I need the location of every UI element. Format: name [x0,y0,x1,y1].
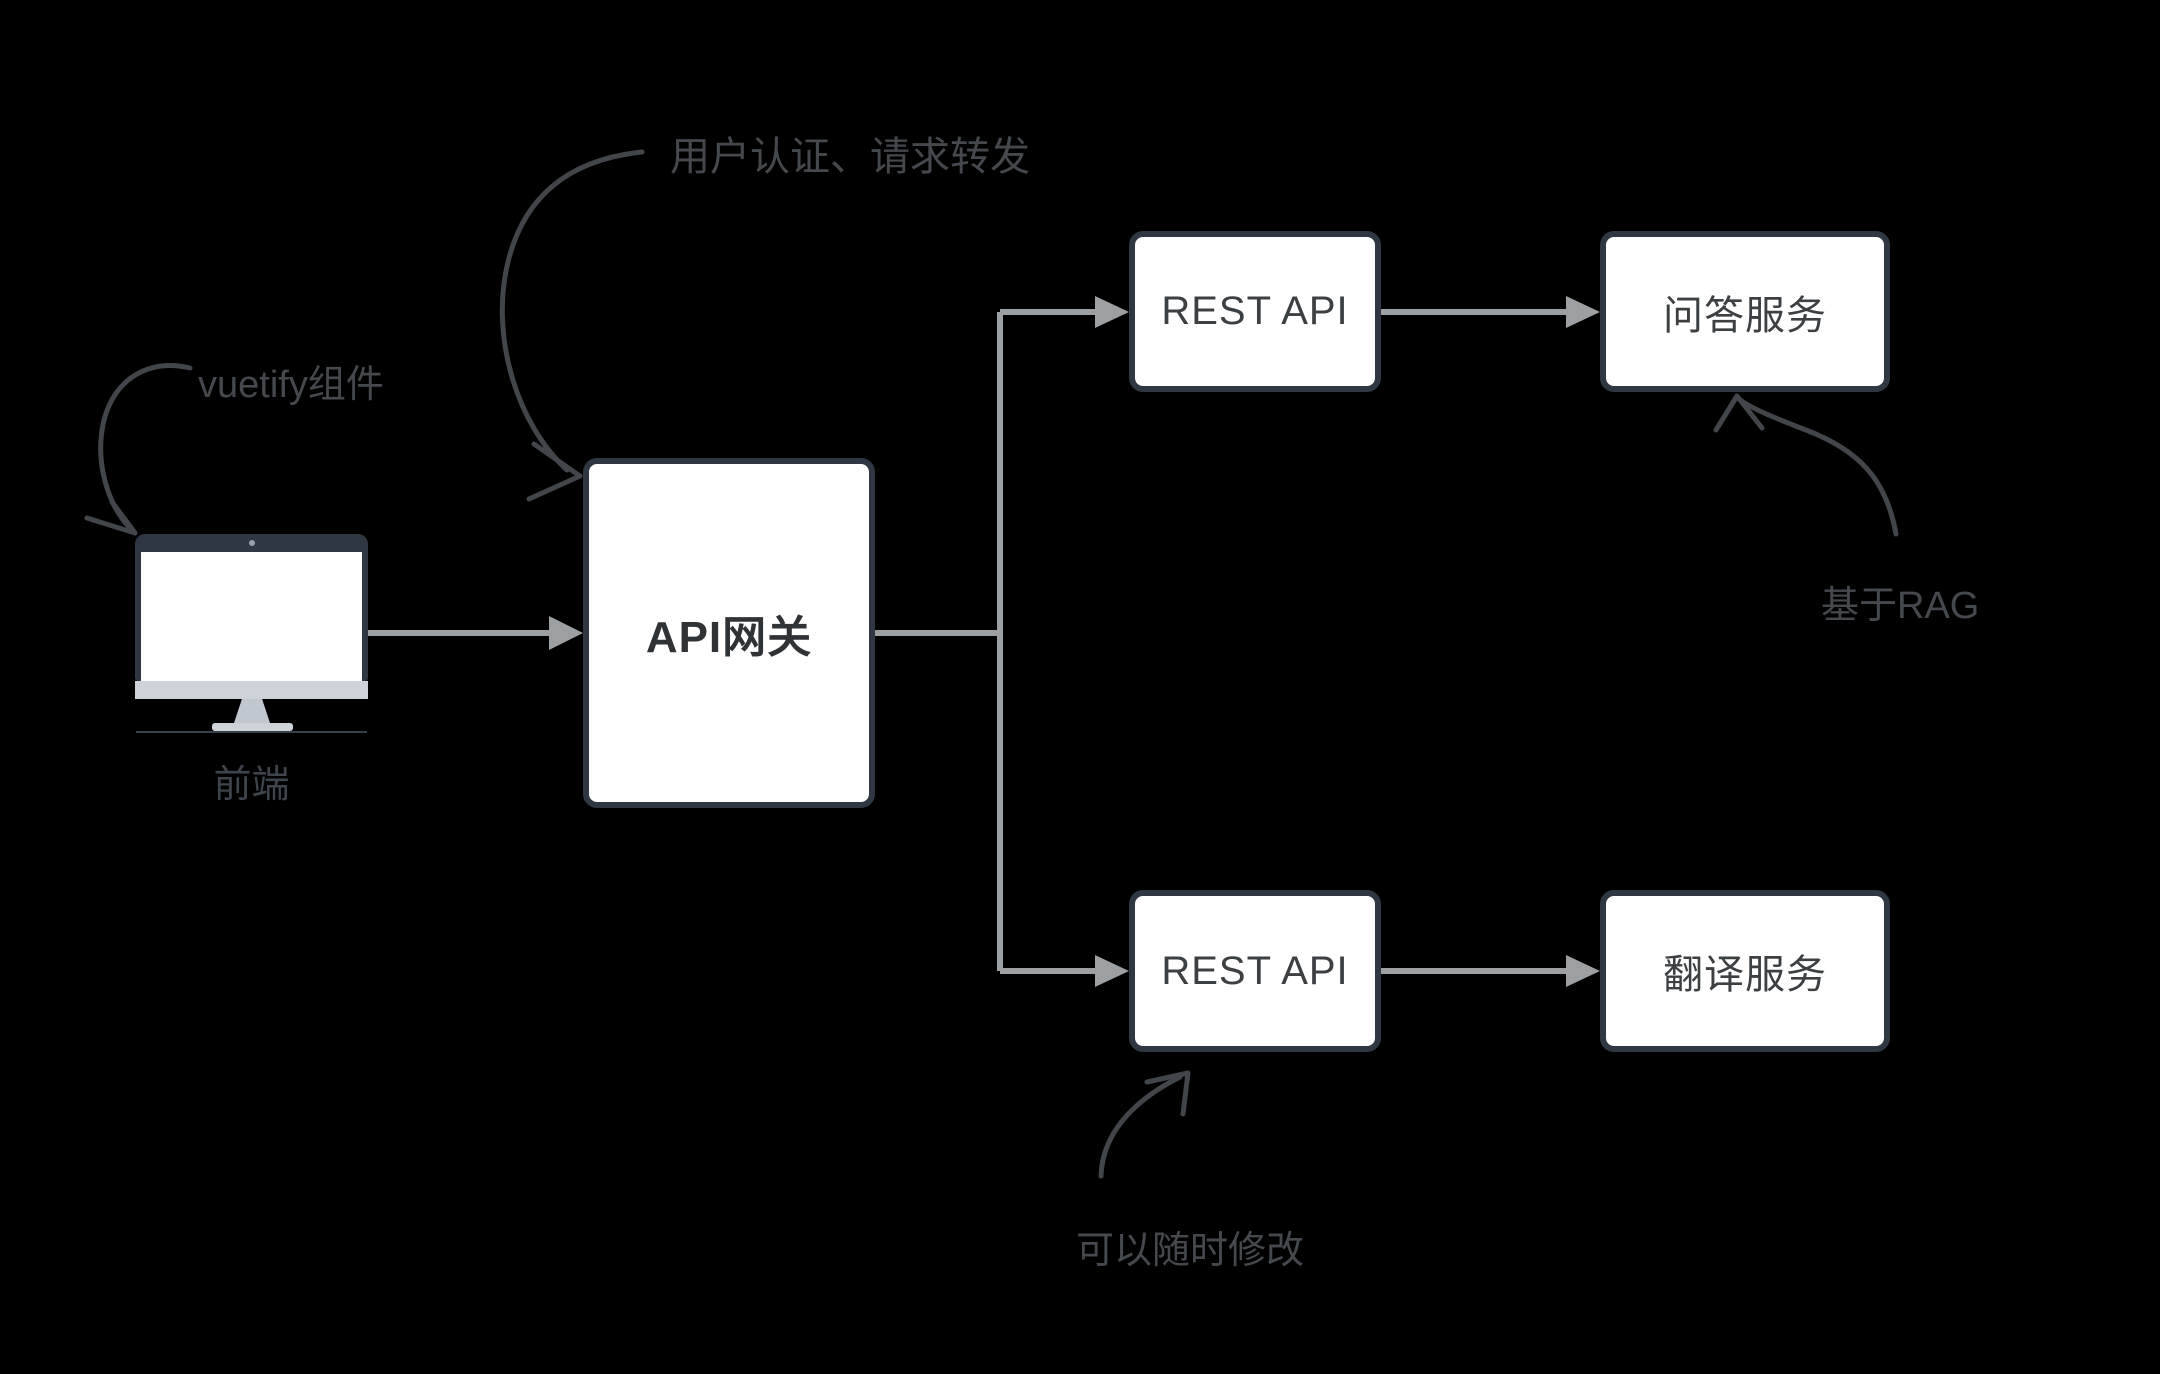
annotation-arrowhead-modify [1144,1070,1191,1117]
arrowhead-into-translation-service [1566,955,1600,987]
node-api-gateway-label: API网关 [645,613,813,662]
monitor-base [212,723,293,731]
annotation-arrowhead-auth [526,441,583,502]
node-qa-service-label: 问答服务 [1663,293,1827,338]
node-rest-api-top-label: REST API [1161,289,1349,333]
monitor-camera-dot-icon [249,540,255,546]
annotation-modify-text: 可以随时修改 [1076,1230,1305,1272]
arrowheads [549,296,1600,987]
straight-connectors [368,309,1568,974]
frontend-label: 前端 [213,764,290,806]
annotation-arrowhead-rag [1713,393,1765,433]
arrowhead-into-qa-service [1566,296,1600,328]
annotation-auth-text: 用户认证、请求转发 [670,135,1030,179]
annotation-rag-text: 基于RAG [1821,585,1980,627]
arrowhead-into-rest-top [1095,296,1129,328]
node-translation-service: 翻译服务 [1600,890,1890,1052]
annotation-arrowhead-vuetify [84,499,138,536]
monitor-chin [135,681,368,699]
node-rest-api-top: REST API [1129,231,1381,392]
monitor-ground-line [136,731,367,733]
frontend-node [135,534,368,734]
annotation-vuetify-text: vuetify组件 [198,364,384,406]
node-rest-api-bottom-label: REST API [1161,948,1349,993]
arrowhead-into-rest-bottom [1095,955,1129,987]
arrowhead-into-gateway [549,616,583,650]
annotation-arrow-rag [1736,396,1899,537]
monitor-stand [234,699,270,723]
monitor-screen [141,552,362,681]
node-translation-service-label: 翻译服务 [1663,953,1827,997]
annotation-arrows [84,149,1899,1179]
annotation-arrow-modify [1098,1074,1183,1179]
annotation-arrow-auth [499,149,645,473]
node-api-gateway: API网关 [583,458,875,808]
node-rest-api-bottom: REST API [1129,890,1381,1052]
node-qa-service: 问答服务 [1600,231,1890,392]
